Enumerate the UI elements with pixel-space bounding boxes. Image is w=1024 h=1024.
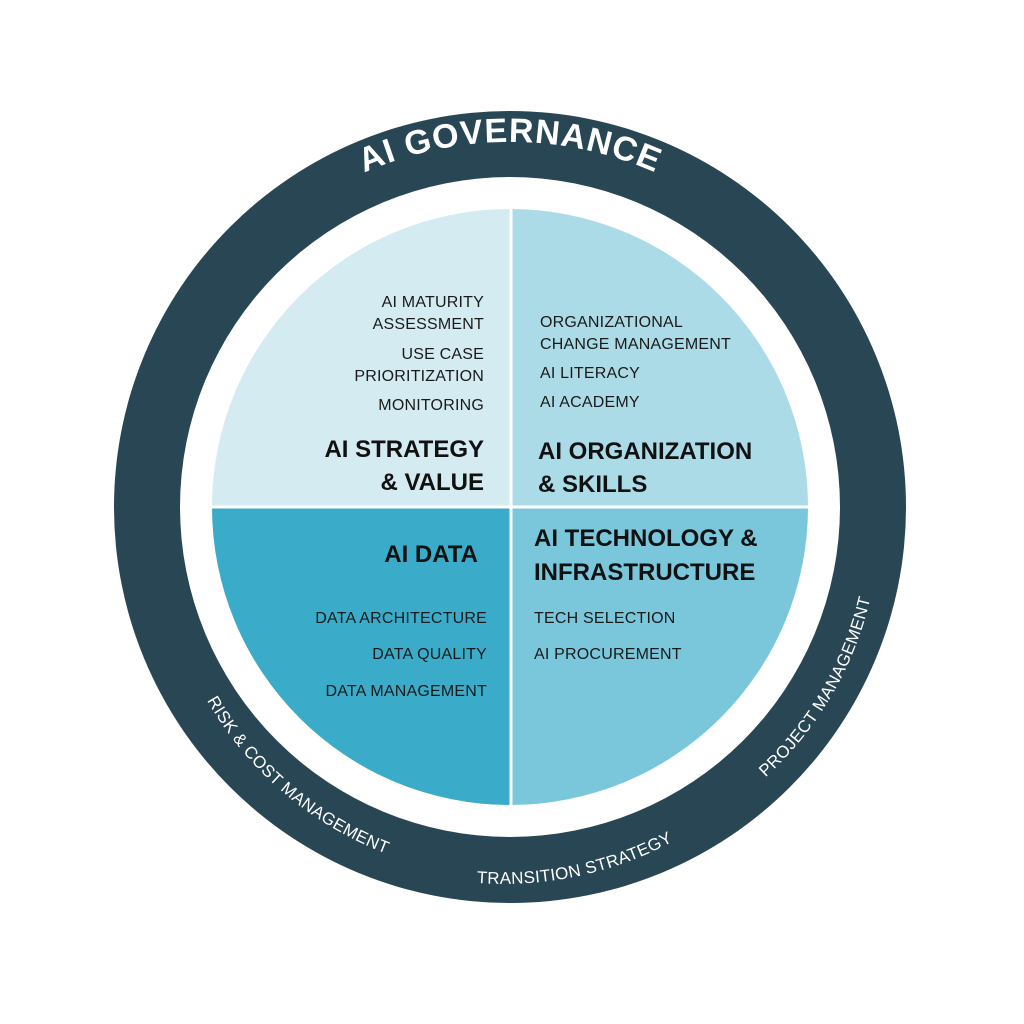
strategy-item: MONITORING [378, 397, 484, 414]
data-item: DATA MANAGEMENT [325, 683, 487, 700]
data-item: DATA ARCHITECTURE [315, 610, 487, 627]
strategy-item: USE CASE [401, 346, 484, 363]
technology-title-line: INFRASTRUCTURE [534, 559, 755, 586]
technology-title-line: AI TECHNOLOGY & [534, 525, 758, 552]
technology-title: AI TECHNOLOGY & INFRASTRUCTURE [534, 525, 758, 586]
organization-item: AI ACADEMY [540, 394, 640, 411]
strategy-item: AI MATURITY [382, 294, 484, 311]
data-title-line: AI DATA [384, 541, 478, 568]
organization-title: AI ORGANIZATION & SKILLS [538, 438, 752, 498]
technology-items: TECH SELECTION AI PROCUREMENT [534, 610, 682, 663]
technology-item: AI PROCUREMENT [534, 646, 682, 663]
strategy-items: AI MATURITY ASSESSMENT USE CASE PRIORITI… [354, 294, 484, 414]
organization-title-line: AI ORGANIZATION [538, 438, 752, 465]
organization-title-line: & SKILLS [538, 471, 647, 498]
organization-items: ORGANIZATIONAL CHANGE MANAGEMENT AI LITE… [540, 314, 731, 411]
strategy-title-line: & VALUE [380, 469, 484, 496]
strategy-item: PRIORITIZATION [354, 368, 484, 385]
organization-item: AI LITERACY [540, 365, 640, 382]
strategy-title-line: AI STRATEGY [324, 436, 484, 463]
technology-item: TECH SELECTION [534, 610, 676, 627]
organization-item: ORGANIZATIONAL [540, 314, 683, 331]
data-items: DATA ARCHITECTURE DATA QUALITY DATA MANA… [315, 610, 487, 700]
strategy-item: ASSESSMENT [373, 316, 484, 333]
organization-item: CHANGE MANAGEMENT [540, 336, 731, 353]
data-title: AI DATA [384, 541, 478, 568]
strategy-title: AI STRATEGY & VALUE [324, 436, 484, 496]
data-item: DATA QUALITY [372, 646, 487, 663]
